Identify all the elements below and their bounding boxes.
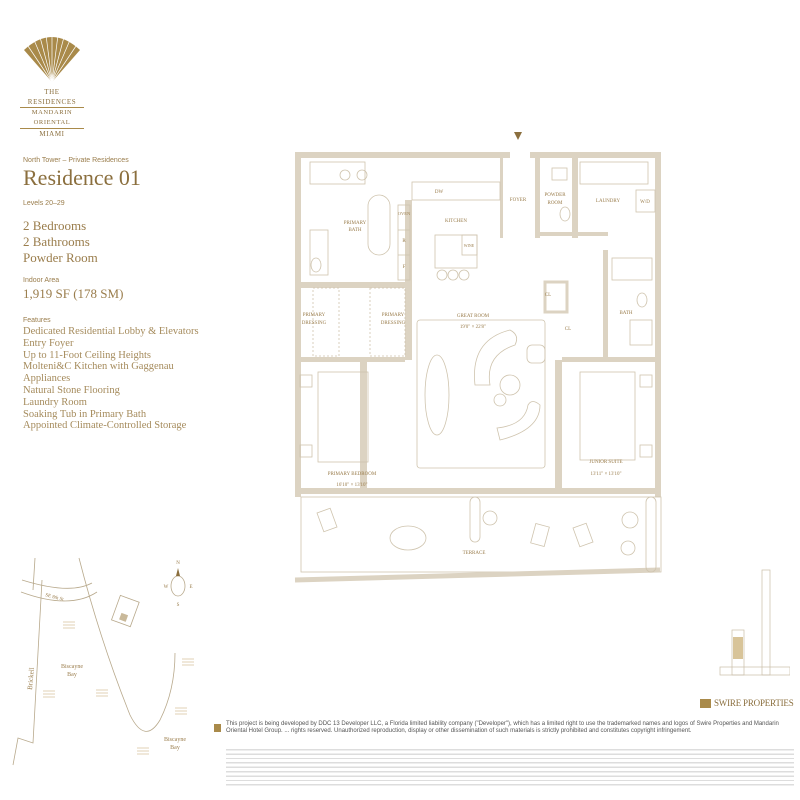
feature-item: Dedicated Residential Lobby & Elevators [23, 326, 199, 337]
walls [295, 152, 661, 497]
logo-line-2: MANDARIN ORIENTAL [20, 107, 84, 129]
label-closet-1: CL [545, 293, 551, 298]
area-value: 1,919 SF (178 SM) [23, 286, 124, 301]
logo-line-3: MIAMI [39, 130, 65, 138]
label-closet-2: CL [565, 327, 571, 332]
label-junior-suite: JUNIOR SUITE [589, 460, 622, 465]
rooms-powder: Powder Room [23, 250, 98, 265]
feature-item: Natural Stone Flooring [23, 384, 120, 396]
developer-logo: SWIRE PROPERTIES [700, 698, 794, 708]
label-laundry: LAUNDRY [596, 199, 621, 204]
label-junior-suite-dims: 13'11" × 13'10" [590, 472, 621, 477]
label-f: F [403, 265, 406, 270]
label-great-room-dims: 19'0" × 22'8" [460, 325, 486, 330]
entry-arrow-icon [514, 132, 522, 140]
label-dw: DW [435, 190, 444, 195]
svg-text:N: N [176, 561, 180, 566]
label-r: R [402, 239, 406, 244]
fan-logo-icon [24, 34, 80, 83]
label-bath: BATH [619, 311, 632, 316]
label-terrace: TERRACE [463, 551, 486, 556]
disclaimer-body-lines [226, 746, 794, 786]
label-wd: W/D [640, 200, 650, 205]
label-wine: WINE [464, 243, 475, 248]
label-great-room: GREAT ROOM [457, 314, 490, 319]
tower-elevation [719, 569, 790, 676]
label-primary-bedroom: PRIMARY BEDROOM [328, 472, 377, 477]
label-kitchen: KITCHEN [445, 219, 467, 224]
svg-text:W: W [164, 585, 169, 590]
feature-item: Entry Foyer [23, 337, 74, 349]
residence-subtitle: North Tower – Private Residences [23, 157, 129, 164]
water-wave-icon [43, 621, 194, 755]
developer-name: SWIRE PROPERTIES [714, 698, 794, 708]
feature-item: Soaking Tub in Primary Bath [23, 408, 147, 420]
levels: Levels 20–29 [23, 200, 65, 207]
area-label: Indoor Area [23, 277, 60, 284]
label-oven: OVEN [398, 211, 411, 216]
building-site-icon [110, 594, 140, 628]
equal-housing-icon [214, 724, 221, 732]
label-foyer: FOYER [510, 198, 527, 203]
disclaimer: This project is being developed by DDC 1… [226, 721, 779, 735]
residence-title: Residence 01 [23, 165, 141, 190]
feature-item: Laundry Room [23, 396, 87, 408]
avenue-label: Brickell [26, 667, 36, 690]
feature-item: Molteni&C Kitchen with Gaggenau Applianc… [23, 361, 174, 385]
logo-line-1: THE RESIDENCES [27, 88, 77, 106]
swire-logo-icon [700, 698, 711, 708]
svg-text:E: E [189, 585, 192, 590]
residence-info: North Tower – Private Residences Residen… [23, 157, 223, 432]
feature-item: Appointed Climate-Controlled Storage [23, 420, 187, 432]
rooms-bathrooms: 2 Bathrooms [23, 234, 90, 249]
compass-icon: N S W E [164, 561, 193, 608]
svg-text:S: S [177, 603, 180, 608]
features-label: Features [23, 317, 51, 324]
brand-logo: THE RESIDENCES MANDARIN ORIENTAL MIAMI [20, 34, 84, 139]
features-list: Dedicated Residential Lobby & Elevators … [23, 326, 223, 432]
feature-item: Up to 11-Foot Ceiling Heights [23, 349, 151, 361]
street-label: SE 8th St. [44, 593, 65, 603]
rooms-bedrooms: 2 Bedrooms [23, 218, 87, 233]
label-primary-bedroom-dims: 16'10" × 13'10" [336, 483, 367, 488]
